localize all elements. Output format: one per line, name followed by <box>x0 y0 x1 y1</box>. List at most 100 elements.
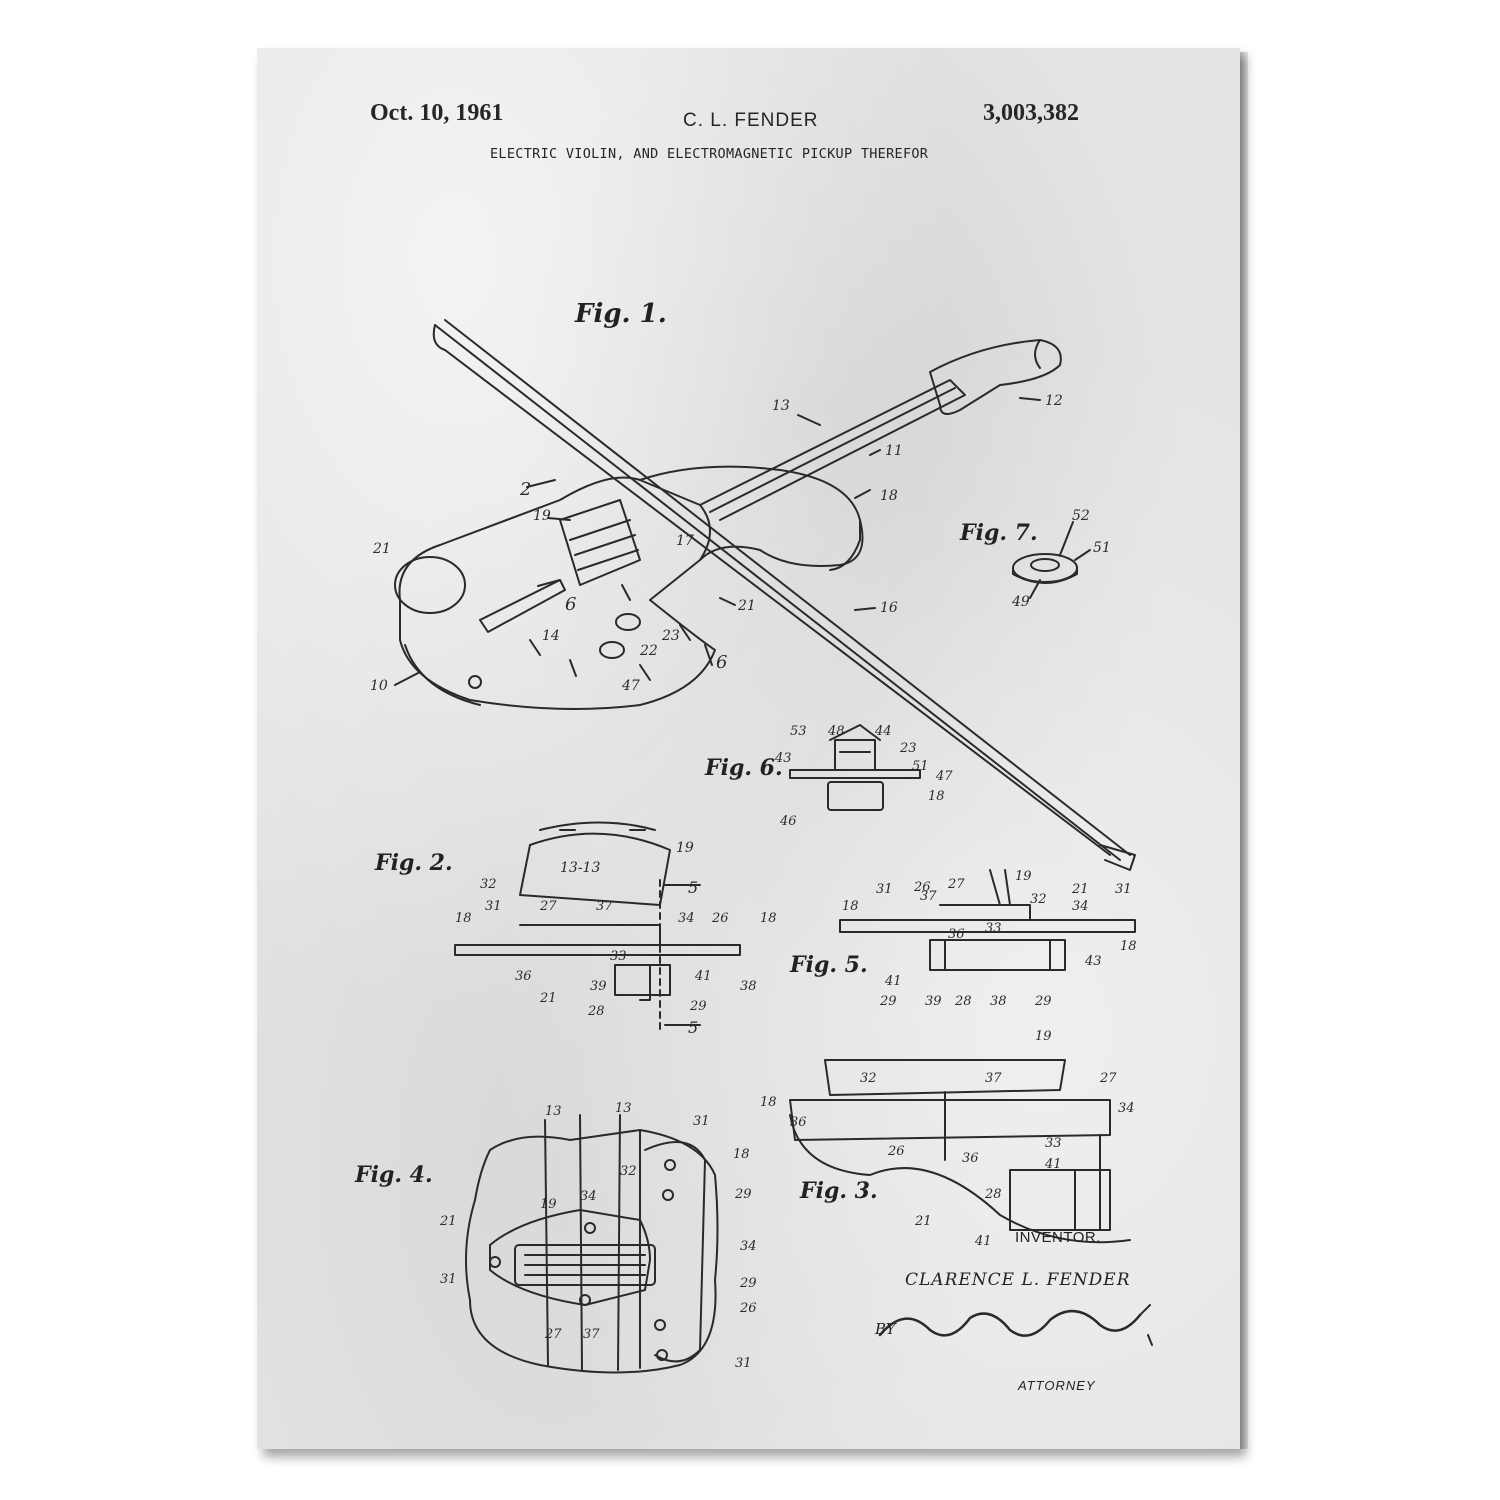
fig2-ref-32: 32 <box>480 877 497 892</box>
fig2-ref-31: 31 <box>485 899 502 914</box>
fig3-ref-27: 27 <box>1099 1071 1117 1086</box>
fig3-ref-36b: 36 <box>962 1151 979 1166</box>
fig5-ref-31a: 31 <box>876 882 893 897</box>
fig3-ref-28: 28 <box>984 1187 1002 1202</box>
fig5-ref-37: 37 <box>920 889 937 904</box>
fig2-ref-41a: 41 <box>694 969 712 984</box>
fig2-ref-5: 5 <box>688 878 698 897</box>
fig2-ref-29: 29 <box>689 999 707 1014</box>
fig2-ref-28: 28 <box>587 1004 605 1019</box>
fig1-ref-13: 13 <box>772 398 790 414</box>
fig5-ref-38: 38 <box>990 994 1007 1009</box>
fig6-ref-53: 53 <box>790 724 807 739</box>
fig5-ref-21: 21 <box>1071 882 1089 897</box>
fig2-section-drawing: 19 13-13 5 32 27 37 34 26 18 18 31 33 36… <box>374 821 777 1037</box>
fig2-ref-26: 26 <box>711 911 729 926</box>
fig1-ref-6: 6 <box>565 594 576 615</box>
fig5-ref-31b: 31 <box>1115 882 1132 897</box>
fig3-section-drawing: 19 32 37 27 18 34 36 26 36 33 41 28 21 4… <box>760 1029 1135 1249</box>
fig4-ref-34b: 34 <box>740 1239 757 1254</box>
fig2-ref-5b: 5 <box>688 1018 698 1037</box>
fig4-ref-29a: 29 <box>734 1187 752 1202</box>
fig4-ref-27: 27 <box>544 1327 562 1342</box>
patent-title: ELECTRIC VIOLIN, AND ELECTROMAGNETIC PIC… <box>490 146 929 162</box>
fig3-ref-36a: 36 <box>790 1115 807 1130</box>
fig4-ref-21: 21 <box>439 1214 457 1229</box>
fig2-ref-38: 38 <box>740 979 757 994</box>
inventor-caption: INVENTOR. <box>1015 1229 1101 1246</box>
fig6-ref-51: 51 <box>912 759 929 774</box>
fig6-section-drawing: 53 48 44 23 43 51 47 18 46 Fig. 6. <box>704 724 953 829</box>
fig5-ref-39: 39 <box>925 994 942 1009</box>
fig2-ref-34: 34 <box>678 911 695 926</box>
attorney-caption: ATTORNEY <box>1018 1378 1096 1393</box>
attorney-signature <box>878 1310 1142 1337</box>
fig6-ref-46: 46 <box>779 814 797 829</box>
fig6-ref-23: 23 <box>899 741 917 756</box>
fig5-ref-28: 28 <box>954 994 972 1009</box>
fig5-section-drawing: 19 37 27 32 21 31 31 26 34 18 18 36 33 4… <box>789 869 1137 1009</box>
fig1-ref-12: 12 <box>1045 393 1063 409</box>
fig3-ref-32: 32 <box>860 1071 877 1086</box>
fig4-ref-31a: 31 <box>693 1114 710 1129</box>
fig5-ref-36: 36 <box>948 927 965 942</box>
fig5-ref-43: 43 <box>1084 954 1102 969</box>
fig1-ref-11: 11 <box>885 443 903 459</box>
fig1-ref-21b: 21 <box>737 598 756 614</box>
fig1-violin-drawing: 13 11 12 18 2 19 21 17 6 21 14 23 22 47 … <box>370 299 1136 871</box>
fig5-ref-41: 41 <box>884 974 902 989</box>
fig3-ref-19: 19 <box>1035 1029 1052 1044</box>
patent-number: 3,003,382 <box>983 100 1079 126</box>
inventor-header: C. L. FENDER <box>683 110 819 131</box>
fig6-ref-47: 47 <box>935 769 953 784</box>
fig4-ref-31c: 31 <box>735 1356 752 1371</box>
fig5-ref-19: 19 <box>1015 869 1032 884</box>
fig2-ref-19: 19 <box>676 840 694 856</box>
fig4-ref-34a: 34 <box>580 1189 597 1204</box>
fig1-ref-21a: 21 <box>372 541 391 557</box>
fig3-label: Fig. 3. <box>799 1178 878 1204</box>
fig1-ref-2: 2 <box>519 479 531 500</box>
fig5-ref-29b: 29 <box>1034 994 1052 1009</box>
fig6-ref-48: 48 <box>827 724 845 739</box>
fig5-ref-32: 32 <box>1030 892 1047 907</box>
fig7-ref-49: 49 <box>1011 594 1030 610</box>
fig1-ref-47: 47 <box>621 678 640 694</box>
fig4-plan-drawing: 13 13 31 18 32 29 21 19 34 34 31 29 26 2… <box>354 1101 757 1374</box>
fig4-ref-19: 19 <box>540 1197 557 1212</box>
fig1-ref-10: 10 <box>370 678 388 694</box>
fig4-ref-26: 26 <box>739 1301 757 1316</box>
fig3-ref-41b: 41 <box>974 1234 992 1249</box>
fig2-ref-37: 37 <box>596 899 613 914</box>
fig2-ref-18a: 18 <box>760 911 777 926</box>
fig3-ref-34: 34 <box>1118 1101 1135 1116</box>
fig4-ref-31b: 31 <box>440 1272 457 1287</box>
fig1-ref-18: 18 <box>880 488 898 504</box>
fig6-ref-44: 44 <box>874 724 892 739</box>
fig1-ref-14: 14 <box>542 628 560 644</box>
fig3-ref-21: 21 <box>914 1214 932 1229</box>
fig5-ref-27: 27 <box>947 877 965 892</box>
inventor-name: CLARENCE L. FENDER <box>905 1270 1131 1290</box>
fig7-ref-51: 51 <box>1093 540 1111 556</box>
fig4-ref-29b: 29 <box>739 1276 757 1291</box>
canvas-print <box>257 48 1240 1449</box>
canvas-side-edge <box>1240 52 1248 1449</box>
fig2-ref-13-13: 13-13 <box>560 860 600 876</box>
fig3-ref-41a: 41 <box>1044 1157 1062 1172</box>
fig3-ref-26: 26 <box>887 1144 905 1159</box>
fig5-label: Fig. 5. <box>789 952 868 978</box>
fig2-ref-18b: 18 <box>455 911 472 926</box>
fig4-ref-32: 32 <box>620 1164 637 1179</box>
fig1-label: Fig. 1. <box>574 299 667 329</box>
fig4-label: Fig. 4. <box>354 1162 433 1188</box>
fig5-ref-34: 34 <box>1072 899 1089 914</box>
fig4-ref-18: 18 <box>733 1147 750 1162</box>
fig7-label: Fig. 7. <box>959 520 1038 546</box>
fig5-ref-33: 33 <box>985 921 1002 936</box>
fig1-ref-6b: 6 <box>716 652 727 673</box>
fig2-ref-27: 27 <box>539 899 557 914</box>
fig4-ref-37: 37 <box>583 1327 600 1342</box>
fig3-ref-18: 18 <box>760 1095 777 1110</box>
